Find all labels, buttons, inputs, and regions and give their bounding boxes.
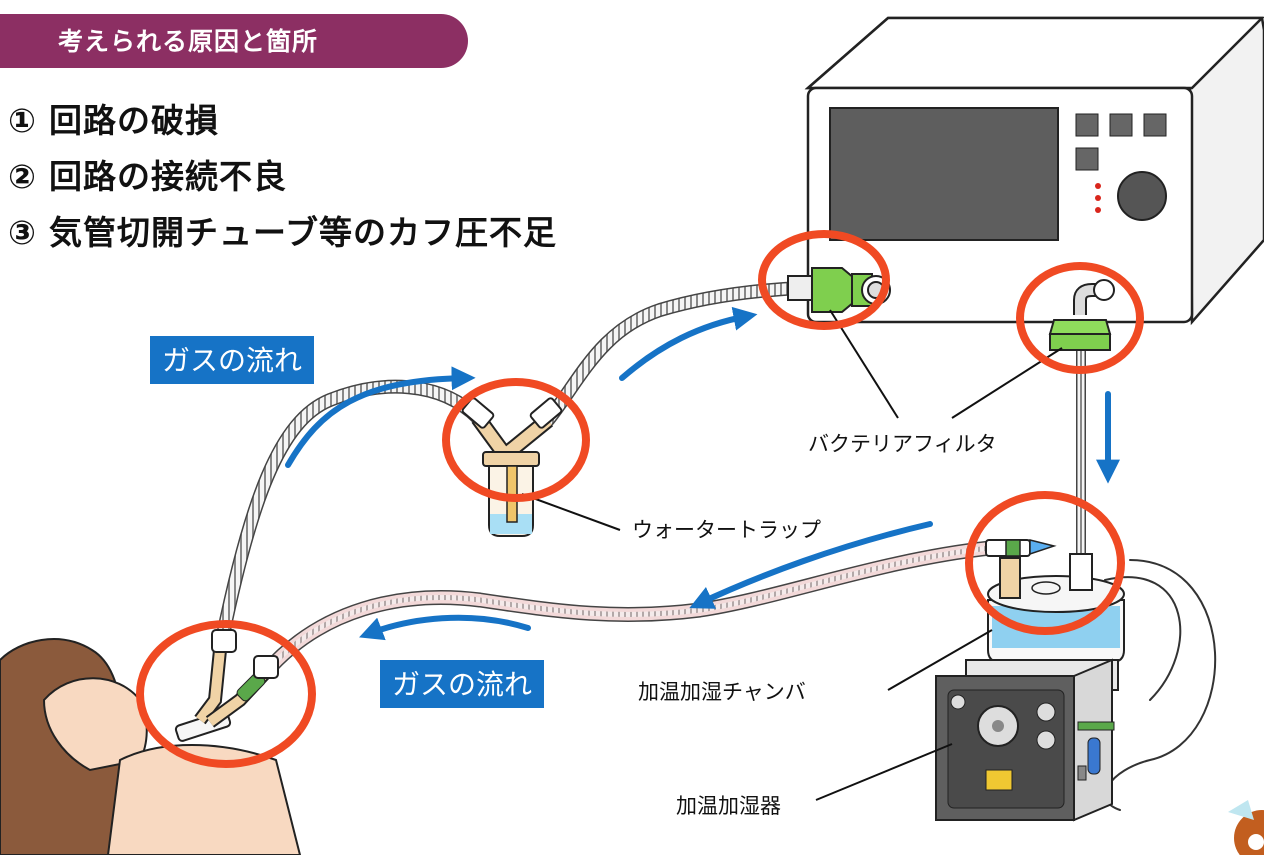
flow-arrows xyxy=(285,306,1120,641)
callout-bacteria-filter: バクテリアフィルタ xyxy=(808,432,997,456)
cause-number: ① xyxy=(8,101,37,140)
ventilator-icon xyxy=(804,16,1264,326)
highlight-circles xyxy=(136,230,1144,768)
callout-water-trap: ウォータートラップ xyxy=(632,518,821,542)
header-title: 考えられる原因と箇所 xyxy=(58,27,319,56)
highlight-circle xyxy=(1016,262,1144,374)
cause-text: 気管切開チューブ等のカフ圧不足 xyxy=(48,213,557,252)
highlight-circle xyxy=(965,491,1125,635)
highlight-circle xyxy=(758,230,890,330)
highlight-circle xyxy=(442,378,590,502)
callout-humidifier: 加温加湿器 xyxy=(676,794,781,818)
header-banner xyxy=(0,14,468,68)
cause-number: ③ xyxy=(8,213,37,252)
cause-number: ② xyxy=(8,157,37,196)
mascot-icon xyxy=(1228,800,1264,855)
flow-label-upper: ガスの流れ xyxy=(150,336,315,384)
callout-chamber: 加温加湿チャンバ xyxy=(638,680,806,704)
cause-text: 回路の接続不良 xyxy=(48,157,287,196)
cause-item-2: ② 回路の接続不良 xyxy=(8,150,287,198)
patient-icon xyxy=(0,629,302,855)
cause-item-3: ③ 気管切開チューブ等のカフ圧不足 xyxy=(8,206,557,254)
hoses xyxy=(213,281,1217,811)
flow-label-lower: ガスの流れ xyxy=(380,660,545,708)
cause-text: 回路の破損 xyxy=(48,101,219,140)
water-trap-icon xyxy=(461,397,563,537)
highlight-circle xyxy=(136,620,316,768)
bacteria-filter-icon xyxy=(1048,279,1115,351)
humidifier-icon xyxy=(935,658,1119,822)
cause-item-1: ① 回路の破損 xyxy=(8,94,219,142)
